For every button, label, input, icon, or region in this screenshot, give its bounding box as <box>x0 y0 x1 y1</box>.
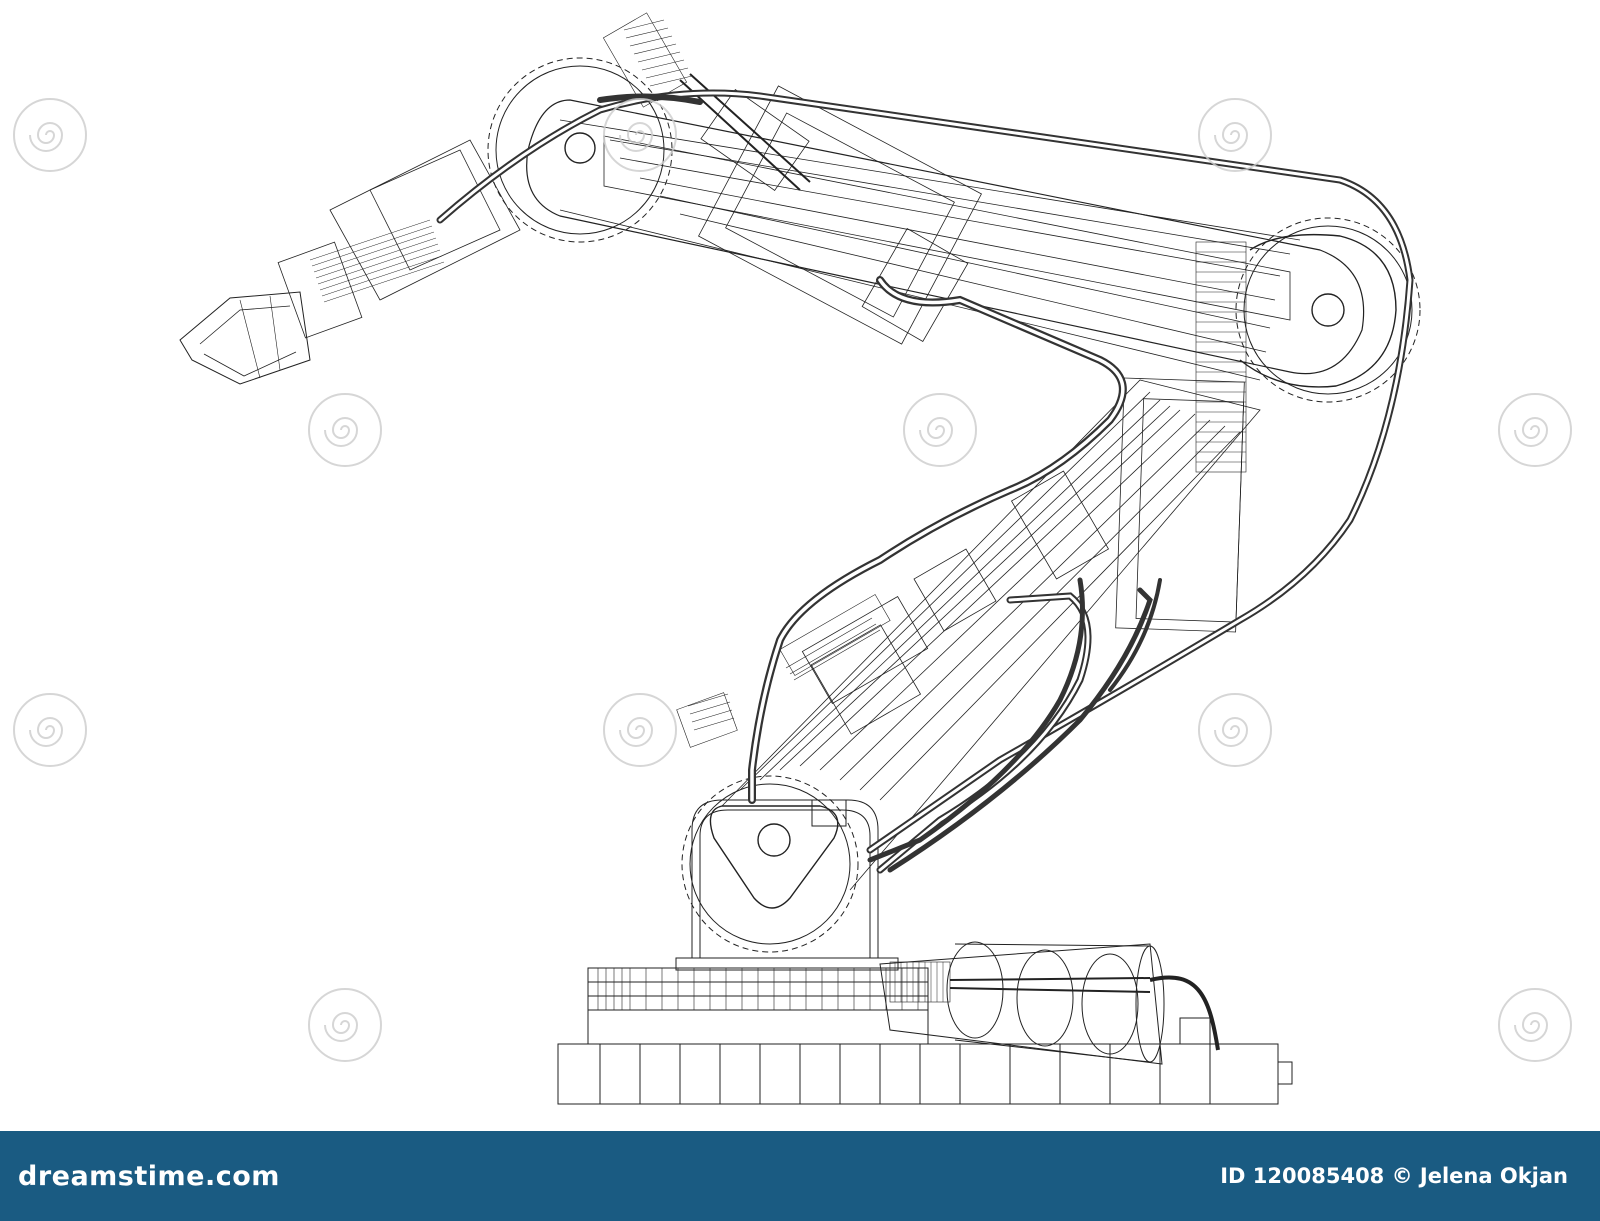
lower-arm <box>721 377 1261 891</box>
robot-arm-drawing <box>179 12 1421 1105</box>
turntable-gear <box>587 967 929 1045</box>
base-motor <box>879 941 1220 1065</box>
gripper <box>179 139 521 385</box>
base-platform <box>557 1017 1293 1105</box>
shoulder-pedestal <box>675 799 899 971</box>
shoulder-joint-plate <box>709 799 847 909</box>
wrist-gear <box>487 57 673 243</box>
brand-logo: dreamstime.com <box>18 1160 280 1192</box>
image-credit: ID 120085408 © Jelena Okjan <box>1220 1164 1568 1188</box>
shoulder-gear <box>681 775 859 953</box>
lower-arm-motor <box>676 594 891 748</box>
footer-bar: dreamstime.com ID 120085408 © Jelena Okj… <box>0 1131 1600 1221</box>
forearm <box>559 85 1301 381</box>
elbow-joint <box>1195 217 1421 473</box>
